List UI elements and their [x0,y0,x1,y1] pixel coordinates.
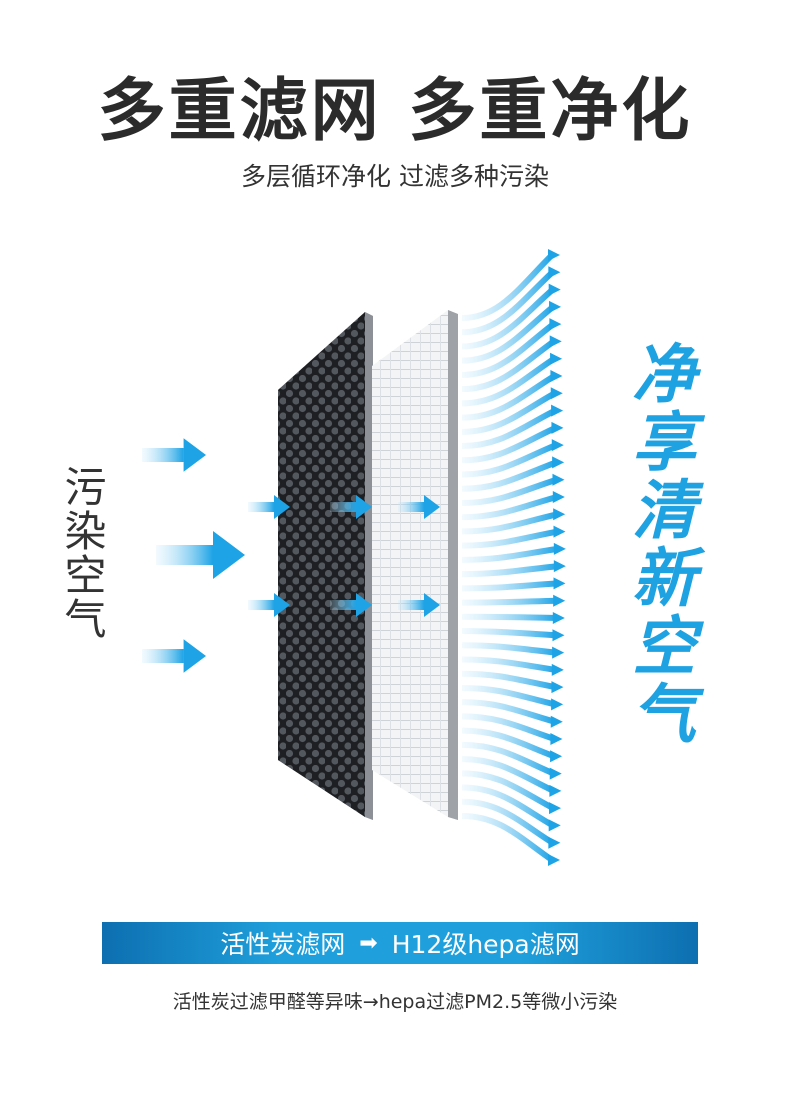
fresh-air-label: 净享清新空气 [621,340,695,748]
headline-subtitle: 多层循环净化 过滤多种污染 [241,162,549,191]
arrow-right-icon: ➡ [359,930,378,956]
hepa-filter [372,310,458,820]
filter-caption: 活性炭过滤甲醛等异味→hepa过滤PM2.5等微小污染 [172,991,618,1013]
headline-title: 多重滤网 多重净化 [97,72,693,151]
incoming-air-arrows [142,438,440,673]
polluted-air-label: 污染空气 [58,465,107,641]
carbon-filter-label: 活性炭滤网 [220,930,346,959]
hepa-filter-label: H12级hepa滤网 [391,930,580,959]
activated-carbon-filter [278,312,373,820]
outgoing-air-arrows [461,249,566,866]
filter-stage-banner: 活性炭滤网 ➡ H12级hepa滤网 [102,922,698,964]
